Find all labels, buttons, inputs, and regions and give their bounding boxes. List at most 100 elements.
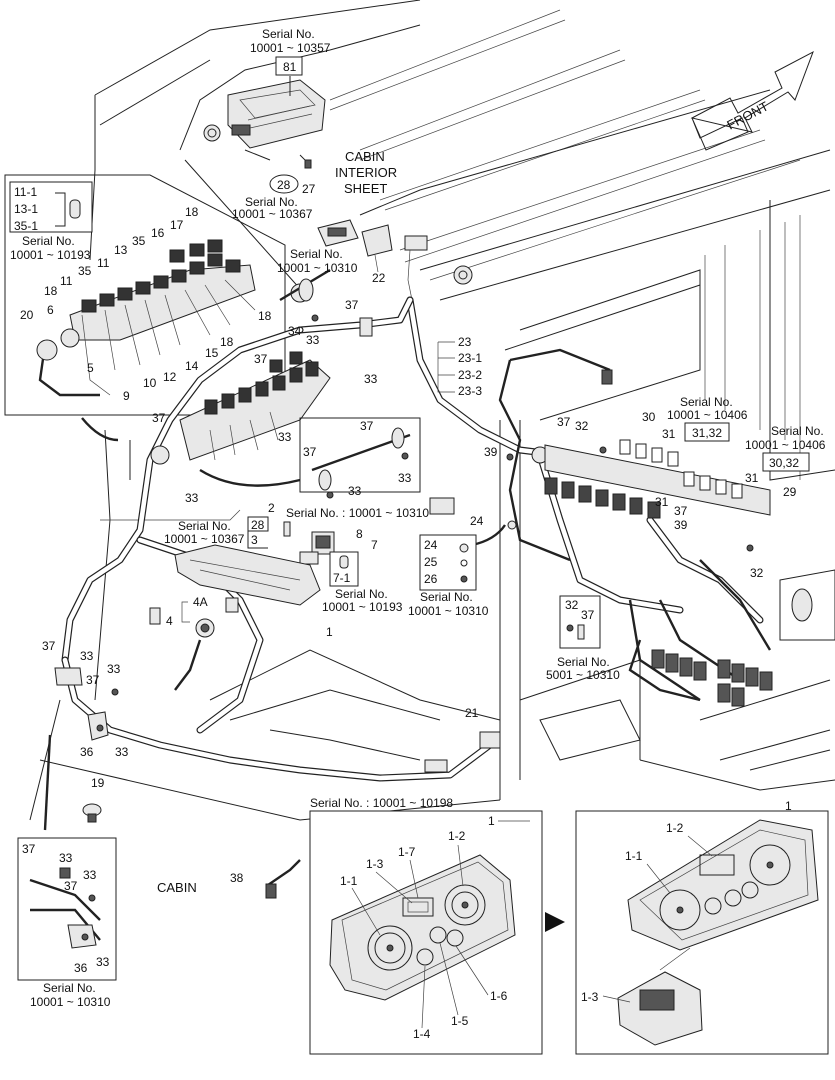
callout-13-a: 13 [114,243,128,257]
gauge-cluster-b [617,819,819,1046]
callout-12: 12 [163,370,177,384]
callout-gauge-1-1-b: 1-1 [625,849,643,863]
serial-top-line1: Serial No. [262,27,315,41]
callout-25-box: 25 [424,555,438,569]
callout-37-h: 37 [42,639,56,653]
box-81 [275,56,303,76]
callout-32-box: 32 [565,598,579,612]
callout-18-b: 18 [44,284,58,298]
callout-37-f: 37 [557,415,571,429]
serial-32b-line1: Serial No. [557,655,610,669]
callout-19: 19 [91,776,105,790]
serial-left-line1: Serial No. [43,981,96,995]
cabin-sheet-3: SHEET [344,181,387,196]
callout-18-c: 18 [220,335,234,349]
callout-14: 14 [185,359,199,373]
inset-arrow-1 [81,417,119,442]
clamp-34 [279,268,331,322]
callout-21: 21 [465,706,479,720]
serial-34-line1: Serial No. [290,247,343,261]
callout-37-j: 37 [22,842,36,856]
callout-6: 6 [47,303,54,317]
callout-gauge-1-b: 1 [785,799,792,813]
serial-34-line2: 10001 ~ 10310 [277,261,358,275]
callout-36-a: 36 [80,745,94,759]
callout-23: 23 [458,335,472,349]
callout-33-b: 33 [364,372,378,386]
serial-2-line1: Serial No. [178,519,231,533]
callout-37-k: 37 [64,879,78,893]
transition-arrow [545,912,565,932]
callout-35-a: 35 [132,234,146,248]
callout-81: 81 [283,60,297,74]
dash-panel-1 [174,544,321,606]
callout-33-l: 33 [96,955,110,969]
callout-37-g: 37 [674,504,688,518]
serial-28-line1: Serial No. [245,195,298,209]
callout-31-c: 31 [655,495,669,509]
callout-28-small: 28 [251,518,265,532]
callout-30: 30 [642,410,656,424]
callout-11-b: 11 [60,274,73,288]
callout-37-b: 37 [254,352,268,366]
callout-33-d: 33 [185,491,199,505]
callout-22: 22 [372,271,386,285]
callout-7: 7 [371,538,378,552]
bracket-36 [54,667,119,741]
callout-33-g: 33 [80,649,94,663]
callout-37-c: 37 [152,411,166,425]
sensor-19 [82,803,102,823]
callout-4A: 4A [193,595,208,609]
relay-wires [628,639,701,702]
callout-20: 20 [20,308,34,322]
callout-7-1: 7-1 [333,571,351,585]
callout-gauge-1-2-a: 1-2 [448,829,466,843]
callout-13-1: 13-1 [14,202,38,216]
callout-gauge-1-5: 1-5 [451,1014,469,1028]
box-30-32 [762,452,810,472]
callout-gauge-1-3-a: 1-3 [366,857,384,871]
serial-30-line1: Serial No. [680,395,733,409]
serial-28-line2: 10001 ~ 10367 [232,207,313,221]
callout-33-h: 33 [107,662,121,676]
callout-37-box: 37 [581,608,595,622]
serial-inset-line2: 10001 ~ 10193 [10,248,91,262]
circle-28 [269,174,299,194]
callout-37-i: 37 [86,673,100,687]
serial-32b-line2: 5001 ~ 10310 [546,668,620,682]
serial-top-line2: 10001 ~ 10357 [250,41,331,55]
callout-27: 27 [302,182,316,196]
callout-23-2: 23-2 [458,368,482,382]
callout-33-k: 33 [83,868,97,882]
front-label: FRONT [724,98,771,132]
inset-lower-left [17,837,117,981]
callout-33-j: 33 [59,851,73,865]
bracket-parts-22 [317,219,428,301]
callout-1: 1 [326,625,333,639]
inset-arrow-2 [199,468,301,487]
callout-36-b: 36 [74,961,88,975]
callout-31-b: 31 [745,471,759,485]
callout-4: 4 [166,614,173,628]
callout-11-a: 11 [97,256,110,270]
callout-2: 2 [268,501,275,515]
callout-gauge-1-7: 1-7 [398,845,416,859]
callout-18-d: 18 [258,309,272,323]
callout-gauge-1-2-b: 1-2 [666,821,684,835]
serial-30-line2: 10001 ~ 10406 [667,408,748,422]
callout-39-a: 39 [484,445,498,459]
callout-35-b: 35 [78,264,92,278]
callout-9: 9 [123,389,130,403]
switch-bank [179,351,331,461]
callout-32-b: 32 [750,566,764,580]
callout-gauge-1-a: 1 [488,814,495,828]
front-arrow: FRONT [690,50,814,151]
callout-37-d: 37 [360,419,374,433]
key-switch-4 [174,597,239,691]
callout-34: 34 [288,324,302,338]
callout-39-b: 39 [674,518,688,532]
callout-32-a: 32 [575,419,589,433]
callout-11-1: 11-1 [14,185,37,199]
callout-31-32: 31,32 [692,426,722,440]
